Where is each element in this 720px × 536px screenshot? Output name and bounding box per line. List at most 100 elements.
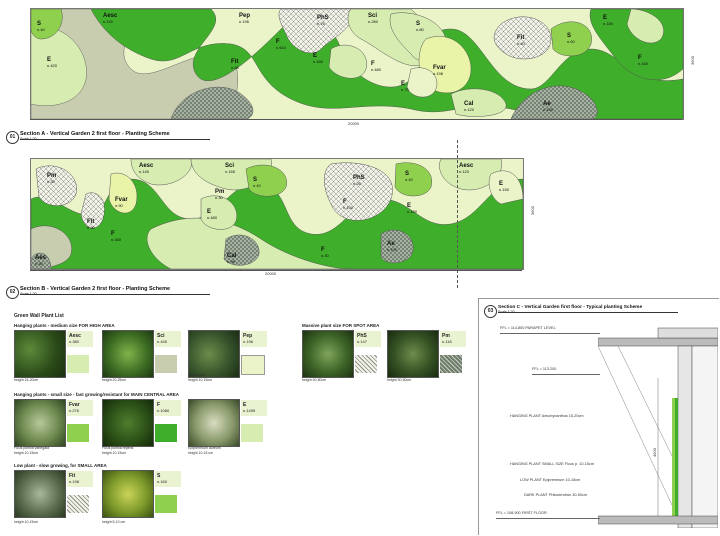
section-b-width-dim: 20000	[265, 271, 277, 276]
plant-swatch	[241, 355, 265, 375]
plant-swatch	[67, 495, 89, 513]
plant-swatch	[67, 424, 89, 442]
section-b-height-dim: 3600	[529, 206, 535, 215]
plant-height: height 30-50cm	[387, 378, 412, 382]
plant-height: height 30-50cm	[302, 378, 327, 382]
section-c-underline	[498, 312, 678, 313]
plant-height: height 5-10 cm	[102, 520, 126, 524]
section-a-width-dim: 20000	[348, 121, 360, 126]
plant-photo	[14, 470, 66, 518]
plant-swatch	[67, 355, 89, 373]
level-line	[496, 518, 600, 519]
plant-swatch	[241, 424, 263, 442]
category-title: Massive plant size FOR SPOT AREA	[302, 323, 380, 328]
level-line	[532, 374, 600, 375]
section-a-marker: 01	[6, 131, 19, 144]
plant-name: Epipremnum aureum	[188, 446, 221, 450]
section-c-detail-drawing	[598, 327, 718, 528]
plant-height: height 20-25cm	[102, 378, 127, 382]
planting-note: LOW PLANT Epipremnum 10-15cm	[520, 478, 581, 482]
section-c-dim: 4900	[651, 448, 657, 457]
section-b-planting-shapes	[31, 159, 523, 269]
level-annotation: FFL = 114.800 PARAPET LEVEL	[500, 326, 556, 330]
plant-photo	[387, 330, 439, 378]
section-cut-line	[457, 140, 458, 288]
plant-height: height 10-15cm	[188, 378, 213, 382]
section-c-marker: 03	[484, 305, 497, 318]
plant-swatch	[355, 355, 377, 373]
category-title: Low plant - slow growing, for SMALL AREA	[14, 463, 107, 468]
plant-name: Ficus pumila repens	[102, 446, 134, 450]
section-a-planting-shapes	[31, 9, 683, 119]
plant-photo	[102, 399, 154, 447]
plant-name: Peperomia	[188, 373, 205, 377]
plant-height: height 10-15cm	[14, 520, 39, 524]
planting-note: DARK PLANT Philodendron 30-50cm	[524, 493, 588, 497]
plant-photo	[302, 330, 354, 378]
plant-photo	[188, 330, 240, 378]
plant-swatch	[155, 424, 177, 442]
plant-swatch	[155, 355, 177, 373]
plant-swatch	[440, 355, 462, 373]
plant-photo	[102, 330, 154, 378]
section-a-underline	[20, 139, 210, 140]
plant-name: Ficus pumila variegata	[14, 446, 50, 450]
category-title: Hanging plants - medium size FOR HIGH AR…	[14, 323, 115, 328]
plant-height: height 15-20cm	[14, 378, 39, 382]
section-b-underline	[20, 294, 210, 295]
section-c-frame	[478, 298, 719, 535]
plant-photo	[14, 330, 66, 378]
category-title: Hanging plants - small size - fast growi…	[14, 392, 180, 397]
plant-photo	[102, 470, 154, 518]
level-annotation: FFL = 108.900 FIRST FLOOR	[496, 511, 547, 515]
section-a-dim-line	[30, 119, 682, 120]
plant-height: height 10-15cm	[14, 451, 39, 455]
plant-photo	[188, 399, 240, 447]
plant-swatch	[155, 495, 177, 513]
